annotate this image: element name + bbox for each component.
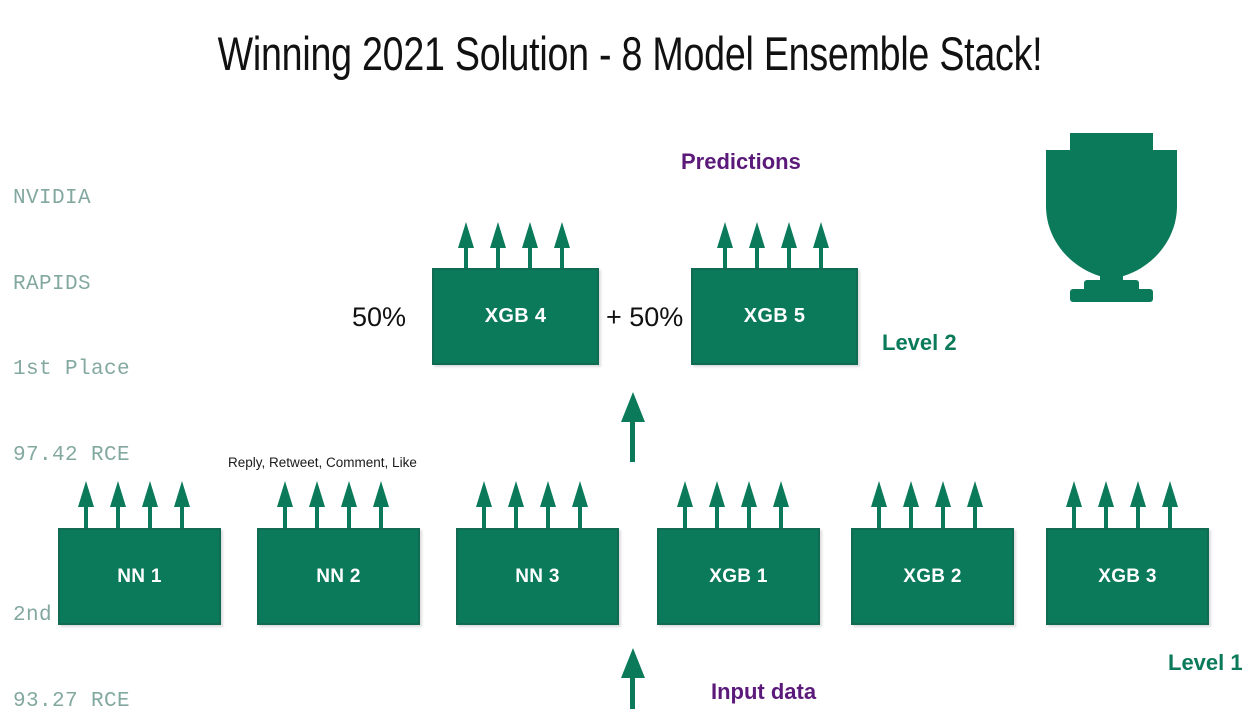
up-arrow-icon (781, 222, 797, 280)
up-arrow-icon (1162, 481, 1178, 539)
up-arrow-icon (522, 222, 538, 280)
weight-left-label: 50% (352, 302, 407, 332)
predictions-label: Predictions (681, 149, 801, 174)
up-arrow-icon (572, 481, 588, 539)
model-box-xgb2[interactable]: XGB 2 (851, 528, 1014, 625)
trophy-icon (1034, 130, 1189, 307)
connector-arrow-input-to-level1 (621, 648, 645, 709)
model-box-label: NN 3 (515, 565, 560, 587)
output-arrows-xgb5 (717, 222, 829, 280)
model-box-xgb4[interactable]: XGB 4 (432, 268, 599, 365)
model-box-nn2[interactable]: NN 2 (257, 528, 420, 625)
output-arrows-nn1 (78, 481, 190, 539)
up-arrow-icon (554, 222, 570, 280)
up-arrow-icon (717, 222, 733, 280)
arrow-stem (630, 418, 635, 462)
up-arrow-icon (476, 481, 492, 539)
up-arrow-icon (741, 481, 757, 539)
arrow-stem (630, 674, 635, 709)
up-arrow-icon (935, 481, 951, 539)
up-arrow-icon (373, 481, 389, 539)
output-arrows-xgb1 (677, 481, 789, 539)
up-arrow-icon (540, 481, 556, 539)
model-box-xgb5[interactable]: XGB 5 (691, 268, 858, 365)
leaderboard-line: RAPIDS (13, 272, 92, 296)
up-arrow-icon (508, 481, 524, 539)
model-box-xgb3[interactable]: XGB 3 (1046, 528, 1209, 625)
up-arrow-icon (490, 222, 506, 280)
up-arrow-icon (871, 481, 887, 539)
model-box-label: XGB 5 (743, 305, 806, 327)
up-arrow-icon (277, 481, 293, 539)
up-arrow-icon (1066, 481, 1082, 539)
up-arrow-icon (78, 481, 94, 539)
up-arrow-icon (1098, 481, 1114, 539)
up-arrow-icon (458, 222, 474, 280)
page-title: Winning 2021 Solution - 8 Model Ensemble… (217, 27, 1043, 80)
up-arrow-icon (341, 481, 357, 539)
up-arrow-icon (677, 481, 693, 539)
leaderboard-line: 93.27 RCE (13, 689, 131, 709)
up-arrow-icon (813, 222, 829, 280)
model-box-label: NN 1 (117, 565, 162, 587)
model-box-label: XGB 1 (709, 565, 768, 587)
model-box-label: XGB 3 (1098, 565, 1157, 587)
model-box-nn1[interactable]: NN 1 (58, 528, 221, 625)
model-box-label: XGB 4 (484, 305, 547, 327)
up-arrow-icon (309, 481, 325, 539)
targets-label: Reply, Retweet, Comment, Like (228, 455, 417, 470)
output-arrows-nn3 (476, 481, 588, 539)
up-arrow-icon (749, 222, 765, 280)
connector-arrow-level1-to-level2 (621, 392, 645, 462)
output-arrows-xgb3 (1066, 481, 1178, 539)
arrow-head (621, 392, 645, 422)
up-arrow-icon (1130, 481, 1146, 539)
output-arrows-xgb4 (458, 222, 570, 280)
model-box-nn3[interactable]: NN 3 (456, 528, 619, 625)
leaderboard-line: 1st Place (13, 358, 131, 381)
level-1-label: Level 1 (1168, 650, 1243, 675)
output-arrows-xgb2 (871, 481, 983, 539)
up-arrow-icon (709, 481, 725, 539)
leaderboard-line: NVIDIA (13, 187, 92, 210)
up-arrow-icon (773, 481, 789, 539)
leaderboard-line: 97.42 RCE (13, 443, 131, 467)
weight-right-label: + 50% (606, 302, 684, 332)
model-box-label: NN 2 (316, 565, 361, 587)
up-arrow-icon (903, 481, 919, 539)
up-arrow-icon (174, 481, 190, 539)
level-2-label: Level 2 (882, 330, 957, 355)
up-arrow-icon (110, 481, 126, 539)
model-box-xgb1[interactable]: XGB 1 (657, 528, 820, 625)
up-arrow-icon (967, 481, 983, 539)
output-arrows-nn2 (277, 481, 389, 539)
model-box-label: XGB 2 (903, 565, 962, 587)
input-data-label: Input data (711, 679, 817, 704)
up-arrow-icon (142, 481, 158, 539)
arrow-head (621, 648, 645, 678)
